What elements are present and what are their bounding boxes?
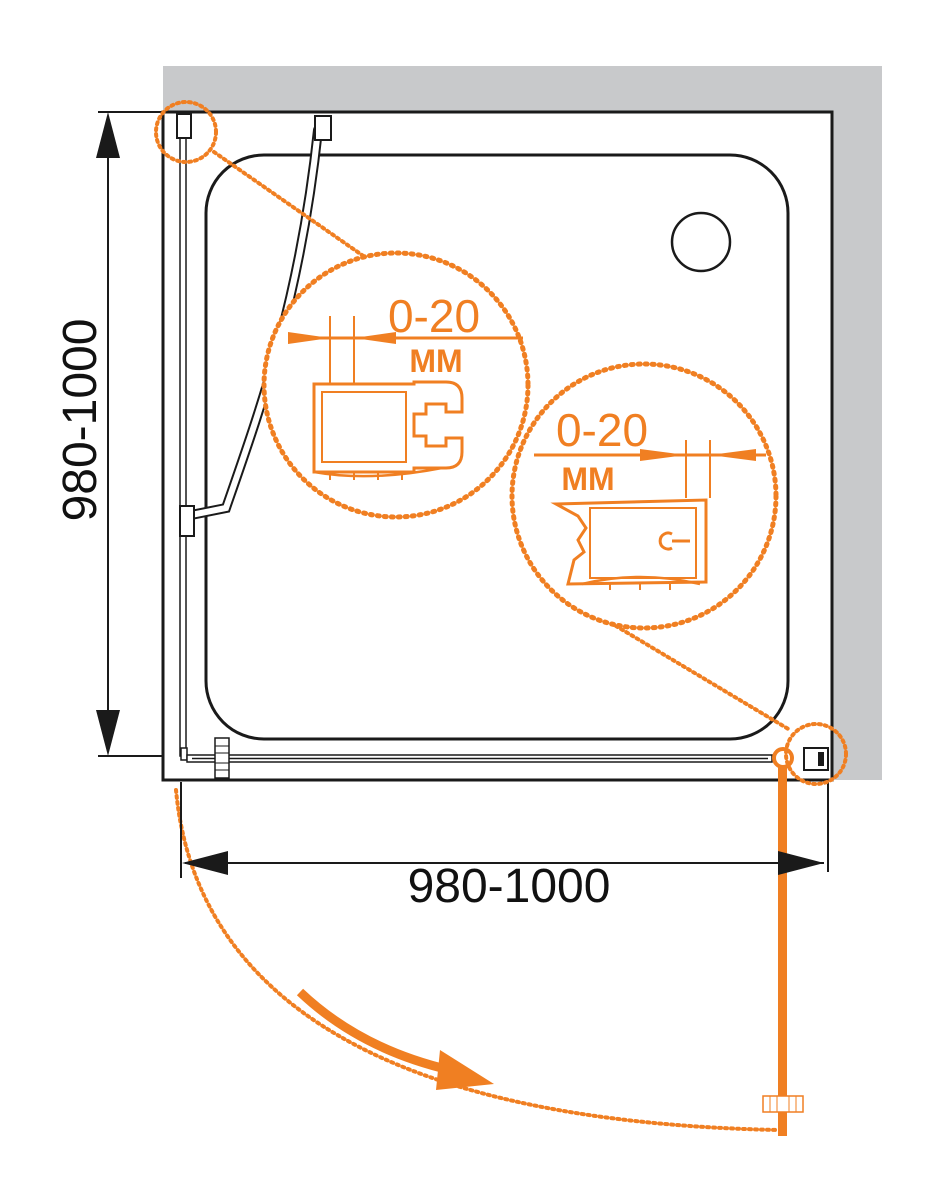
depth-label: 980-1000 (54, 319, 107, 522)
bottom-left-foot (180, 747, 188, 761)
leader-right (614, 624, 792, 732)
handle-icon-open (762, 1095, 804, 1113)
width-label: 980-1000 (408, 860, 611, 913)
door-swing-arc (174, 788, 780, 1132)
callout-bottom-right (784, 722, 848, 786)
curved-arrow-icon (296, 988, 494, 1090)
stabilizer-wall-mount (314, 115, 332, 141)
detail-left-unit: ММ (409, 343, 462, 379)
stabilizer-glass-clamp (179, 505, 195, 537)
detail-right: 0-20 ММ (509, 361, 779, 631)
leader-left (212, 150, 374, 264)
tray-basin (204, 153, 790, 741)
hinge-wall-mount (803, 747, 829, 771)
detail-right-range: 0-20 (556, 404, 648, 456)
detail-left: 0-20 ММ (261, 250, 531, 520)
callout-top-left (154, 100, 218, 164)
drain-icon (670, 211, 732, 273)
detail-right-unit: ММ (561, 461, 614, 497)
top-bracket (176, 113, 192, 139)
door-glass-open (778, 760, 787, 1136)
detail-left-range: 0-20 (388, 290, 480, 342)
handle-icon (214, 737, 230, 779)
